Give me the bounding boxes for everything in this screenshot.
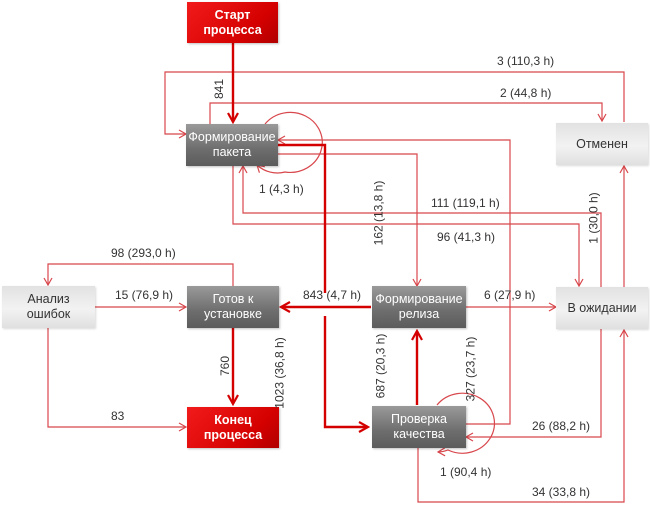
edge-label: 15 (76,9 h) (115, 288, 174, 302)
edge-label: 2 (44,8 h) (500, 86, 552, 100)
node-analysis-label: Анализ ошибок (26, 292, 71, 321)
edge-waiting-to-form-pkg (238, 164, 602, 287)
edge-label: 687 (20,3 h) (372, 333, 387, 399)
edge-form-pkg-self-loop (256, 111, 323, 174)
edge-ready-to-analysis (43, 263, 234, 287)
edge-label: 843 (4,7 h) (303, 288, 362, 302)
node-ready-label: Готов к установке (204, 292, 262, 321)
node-end-label: Конец процесса (203, 412, 263, 442)
edge-qa-self-loop (436, 392, 496, 457)
node-waiting[interactable]: В ожидании (556, 287, 648, 329)
node-form-pkg-label: Формирование пакета (188, 130, 276, 159)
edge-label: 3 (110,3 h) (497, 54, 555, 68)
node-waiting-label: В ожидании (567, 300, 637, 315)
node-qa[interactable]: Проверка качества (372, 406, 466, 448)
edge-qa-to-form-pkg (276, 135, 511, 425)
node-ready[interactable]: Готов к установке (187, 286, 279, 328)
node-cancel-label: Отменен (576, 136, 628, 151)
edge-label: 34 (33,8 h) (532, 485, 591, 499)
edge-label: 83 (111, 409, 125, 423)
edge-analysis-to-end (47, 328, 188, 432)
node-end[interactable]: Конец процесса (187, 407, 279, 448)
edge-label: 841 (212, 78, 227, 100)
edge-label: 6 (27,9 h) (484, 288, 536, 302)
node-form-rel-label: Формирование релиза (375, 292, 463, 321)
edge-label: 1 (30,0 h) (586, 192, 601, 244)
node-analysis[interactable]: Анализ ошибок (2, 286, 95, 328)
node-start-label: Старт процесса (203, 7, 262, 37)
edge-label: 1 (4,3 h) (259, 182, 304, 196)
edge-label: 162 (13,8 h) (370, 180, 385, 246)
edge-form-pkg-to-form-rel (278, 153, 422, 288)
edge-label: 1023 (36,8 h) (272, 337, 287, 409)
node-form-pkg[interactable]: Формирование пакета (186, 124, 278, 166)
edge-form-pkg-to-qa (278, 143, 368, 427)
node-qa-label: Проверка качества (391, 412, 447, 441)
edge-label: 1 (90,4 h) (440, 465, 492, 479)
edge-waiting-to-qa (464, 328, 602, 442)
edge-label: 111 (119,1 h) (431, 196, 500, 210)
node-form-rel[interactable]: Формирование релиза (372, 286, 466, 328)
edge-label: 760 (218, 355, 233, 377)
node-cancel[interactable]: Отменен (556, 123, 648, 165)
edge-form-pkg-to-cancel (209, 102, 607, 124)
edge-qa-to-waiting (417, 328, 629, 503)
edge-cancel-to-form-pkg (164, 71, 625, 139)
edge-label: 98 (293,0 h) (111, 246, 176, 260)
edge-label: 26 (88,2 h) (532, 419, 591, 433)
edge-label: 96 (41,3 h) (437, 230, 496, 244)
edge-form-pkg-to-waiting (232, 166, 584, 288)
edge-label: 327 (23,7 h) (462, 336, 477, 402)
node-start[interactable]: Старт процесса (187, 2, 278, 43)
